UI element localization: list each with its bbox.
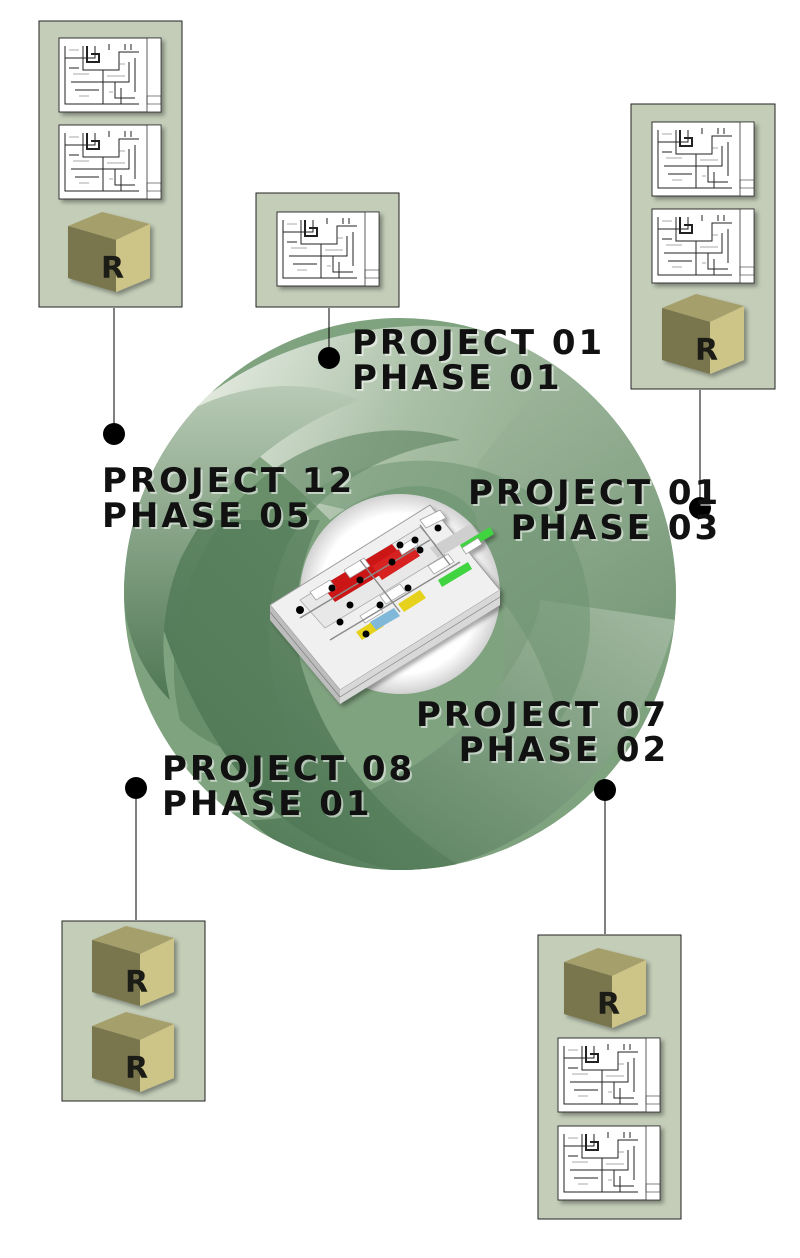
cube-icon xyxy=(662,294,744,374)
cube-icon xyxy=(92,1012,174,1092)
label-line-project: PROJECT 01 xyxy=(468,473,722,513)
cube-icon xyxy=(564,948,646,1028)
node-project-01-phase-03 xyxy=(689,497,711,519)
label-project-12-phase-05: PROJECT 12 PHASE 05 xyxy=(102,464,355,534)
label-line-phase: PHASE 01 xyxy=(352,358,563,398)
connector-lines xyxy=(113,308,701,934)
label-line-phase: PHASE 02 xyxy=(458,730,670,770)
node-project-08 xyxy=(125,777,147,799)
sheet-thumbnail xyxy=(557,1125,661,1201)
sheet-thumbnail xyxy=(651,208,755,284)
cube-icon xyxy=(68,212,150,292)
panel-top-left xyxy=(38,20,183,308)
node-project-12 xyxy=(103,423,125,445)
panel-top-right xyxy=(630,103,776,390)
label-line-phase: PHASE 01 xyxy=(162,784,373,824)
label-line-project: PROJECT 12 xyxy=(102,461,356,501)
panel-bottom-left xyxy=(61,920,206,1102)
label-line-project: PROJECT 08 xyxy=(162,749,416,789)
sheet-thumbnail xyxy=(58,37,162,113)
label-project-01-phase-03: PROJECT 01 PHASE 03 xyxy=(468,476,721,546)
node-project-07 xyxy=(594,779,616,801)
panel-bottom-right xyxy=(537,934,682,1220)
panel-top-center xyxy=(255,192,400,308)
label-line-phase: PHASE 03 xyxy=(510,508,722,548)
label-line-phase: PHASE 05 xyxy=(102,496,313,536)
label-line-project: PROJECT 01 xyxy=(352,323,606,363)
label-line-project: PROJECT 07 xyxy=(416,695,670,735)
sheet-thumbnail xyxy=(651,121,755,197)
isometric-floorplan-model xyxy=(269,504,501,704)
label-project-01-phase-01: PROJECT 01 PHASE 01 xyxy=(352,326,605,396)
sheet-thumbnail xyxy=(58,124,162,200)
node-project-01-phase-01 xyxy=(318,347,340,369)
sheet-thumbnail xyxy=(276,211,380,287)
cube-icon xyxy=(92,926,174,1006)
label-project-07-phase-02: PROJECT 07 PHASE 02 xyxy=(416,698,669,768)
label-project-08-phase-01: PROJECT 08 PHASE 01 xyxy=(162,752,415,822)
sheet-thumbnail xyxy=(557,1037,661,1113)
